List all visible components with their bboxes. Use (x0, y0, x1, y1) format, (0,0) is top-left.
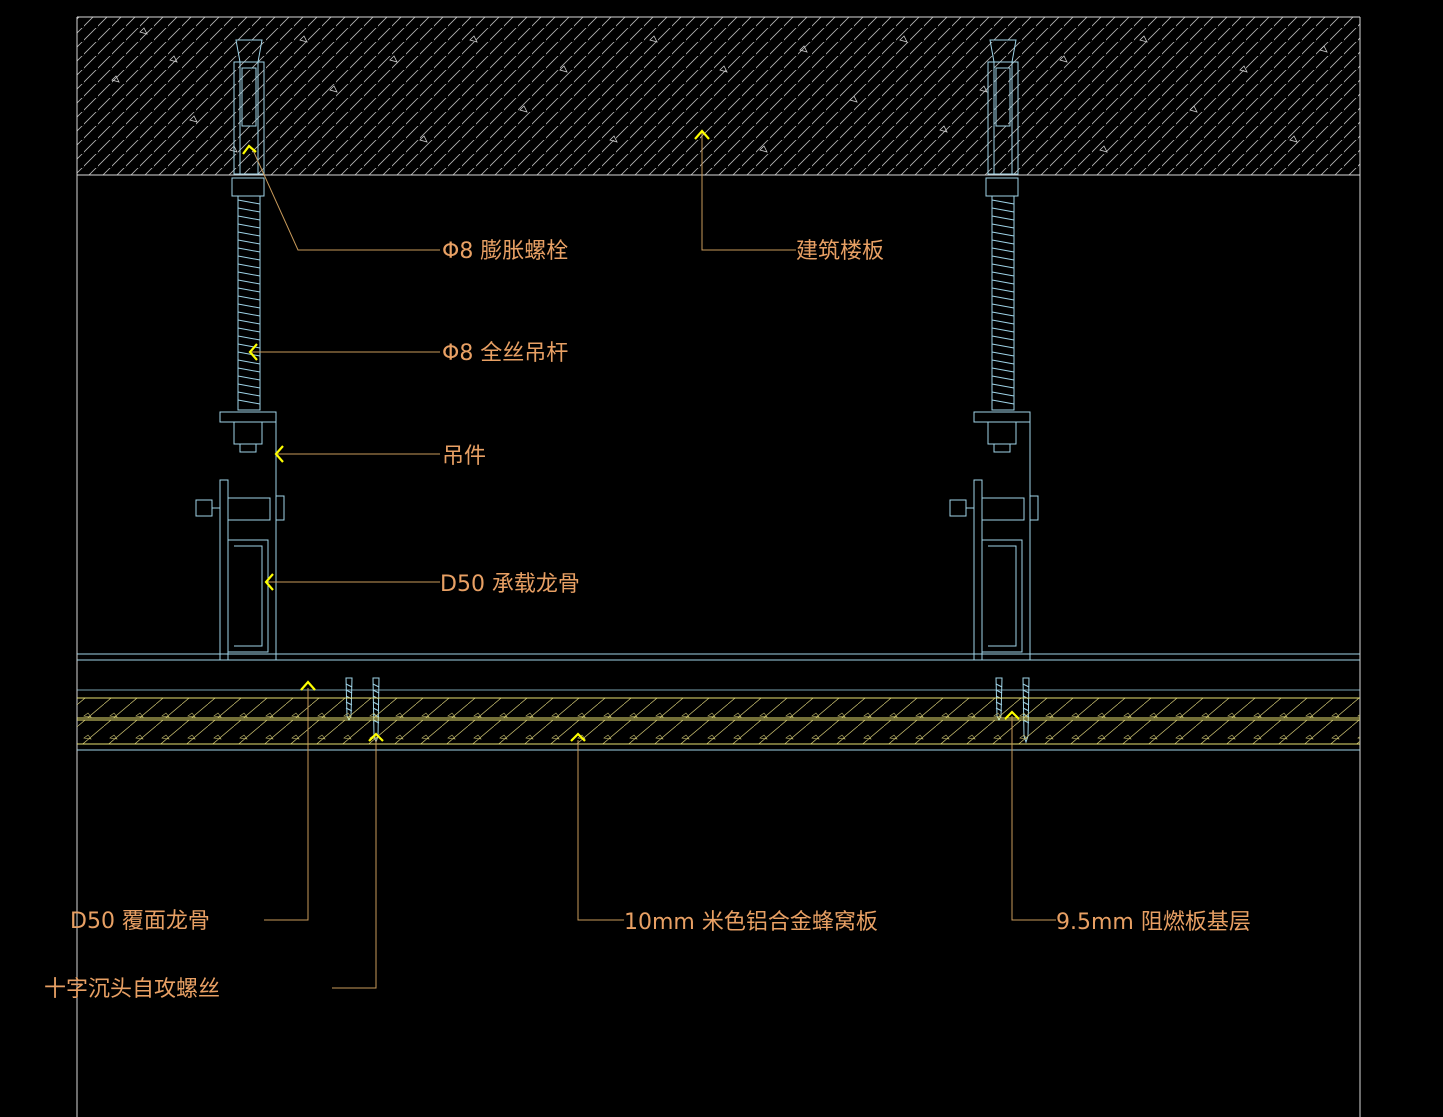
label-threaded-rod: Φ8 全丝吊杆 (442, 341, 568, 366)
label-tapping-screw: 十字沉头自攻螺丝 (44, 977, 220, 1002)
label-expansion-bolt: Φ8 膨胀螺栓 (442, 239, 568, 264)
arrow-heads (242, 129, 1020, 742)
cover-keel (77, 653, 1360, 661)
label-fireproof-board: 9.5mm 阻燃板基层 (1056, 910, 1251, 935)
frame-lines (76, 17, 1361, 1117)
right-hanger-assembly (949, 39, 1039, 661)
board-layers (77, 689, 1360, 751)
floor-slab (77, 16, 1360, 176)
label-hanger: 吊件 (442, 444, 486, 469)
leader-lines (251, 132, 1056, 989)
label-cover-keel: D50 覆面龙骨 (70, 909, 210, 934)
label-floor-slab: 建筑楼板 (796, 239, 884, 264)
label-honeycomb-panel: 10mm 米色铝合金蜂窝板 (624, 910, 878, 935)
labels: Φ8 膨胀螺栓 建筑楼板 Φ8 全丝吊杆 吊件 D50 承载龙骨 D50 覆面龙… (44, 239, 1251, 1002)
label-main-channel: D50 承载龙骨 (440, 572, 580, 597)
left-hanger-assembly (195, 39, 285, 661)
